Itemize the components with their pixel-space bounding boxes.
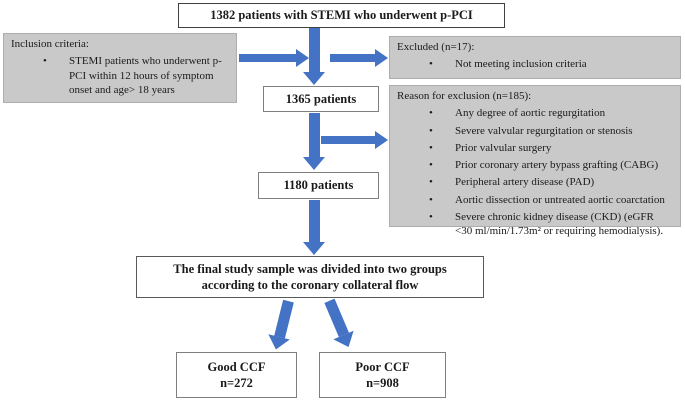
bullet-text: Aortic dissection or untreated aortic co… — [455, 193, 665, 206]
flow-arrow-down-to-1365 — [303, 28, 325, 85]
inclusion-criteria-bullet-list: • STEMI patients who underwent p-PCI with… — [11, 54, 229, 97]
good-ccf-label: Good CCF — [207, 359, 266, 374]
bullet-item: • Prior coronary artery bypass grafting (… — [397, 158, 673, 172]
arrow-shaft — [330, 54, 375, 62]
bullet-item: • Not meeting inclusion criteria — [397, 57, 673, 71]
bullet-item: • Aortic dissection or untreated aortic c… — [397, 193, 673, 207]
bullet-text: STEMI patients who underwent p-PCI withi… — [69, 55, 222, 96]
bullet-glyph-icon: • — [429, 159, 433, 172]
reason-for-exclusion-title: Reason for exclusion (n=185): — [397, 90, 532, 102]
box-good-ccf: Good CCF n=272 — [176, 352, 297, 398]
bullet-glyph-icon: • — [429, 107, 433, 120]
arrow-shaft — [308, 200, 320, 242]
arrow-head-right-icon — [375, 49, 388, 67]
flow-arrow-down-to-1180 — [303, 113, 325, 170]
reason-for-exclusion-bullet-list: • Any degree of aortic regurgitation • Seve… — [397, 106, 673, 238]
arrow-shaft — [321, 136, 375, 144]
arrow-shaft — [323, 298, 349, 338]
bullet-glyph-icon: • — [43, 55, 47, 68]
arrow-shaft — [239, 54, 296, 62]
final-sample-line-2: according to the coronary collateral flo… — [201, 278, 419, 292]
flow-arrow-down-to-final — [303, 200, 325, 255]
box-1180-patients: 1180 patients — [258, 172, 379, 199]
poor-ccf-count: n=908 — [366, 376, 399, 390]
bullet-item: • Any degree of aortic regurgitation — [397, 106, 673, 120]
arrow-head-down-icon — [265, 334, 290, 353]
box-reason-for-exclusion: Reason for exclusion (n=185): • Any degre… — [389, 85, 681, 237]
arrow-shaft — [308, 28, 320, 72]
final-sample-line-1: The final study sample was divided into … — [173, 261, 447, 276]
arrow-shaft — [308, 113, 320, 157]
inclusion-criteria-title: Inclusion criteria: — [11, 38, 89, 50]
flow-arrow-right-from-inclusion — [239, 49, 309, 67]
bullet-glyph-icon: • — [429, 176, 433, 189]
bullet-glyph-icon: • — [429, 124, 433, 137]
excluded-bullet-list: • Not meeting inclusion criteria — [397, 57, 673, 71]
arrow-head-down-icon — [303, 72, 325, 85]
excluded-title: Excluded (n=17): — [397, 41, 475, 53]
arrow-head-right-icon — [375, 131, 388, 149]
bullet-item: • Severe valvular regurgitation or stenos… — [397, 124, 673, 138]
bullet-glyph-icon: • — [429, 141, 433, 154]
flow-arrow-right-to-reason — [321, 131, 388, 149]
box-final-study-sample: The final study sample was divided into … — [136, 256, 484, 298]
good-ccf-count: n=272 — [220, 376, 253, 390]
bullet-text: Any degree of aortic regurgitation — [455, 107, 606, 120]
box-poor-ccf: Poor CCF n=908 — [319, 352, 446, 398]
bullet-glyph-icon: • — [429, 193, 433, 206]
bullet-glyph-icon: • — [429, 211, 433, 224]
bullet-item: • Prior valvular surgery — [397, 141, 673, 155]
box-excluded: Excluded (n=17): • Not meeting inclusion … — [389, 36, 681, 79]
bullet-text: Prior coronary artery bypass grafting (C… — [455, 159, 659, 172]
arrow-head-right-icon — [296, 49, 309, 67]
box-1180-patients-label: 1180 patients — [283, 178, 354, 193]
bullet-glyph-icon: • — [429, 58, 433, 71]
bullet-text: Peripheral artery disease (PAD) — [455, 176, 595, 189]
bullet-text: Not meeting inclusion criteria — [455, 58, 587, 71]
bullet-item: • Peripheral artery disease (PAD) — [397, 175, 673, 189]
poor-ccf-label: Poor CCF — [355, 359, 410, 374]
box-1365-patients-label: 1365 patients — [285, 91, 357, 106]
flow-arrow-right-to-excluded — [330, 49, 388, 67]
flow-arrow-diagonal-to-poor-ccf — [319, 297, 359, 352]
bullet-item: • STEMI patients who underwent p-PCI with… — [11, 54, 229, 97]
bullet-item: • Severe chronic kidney disease (CKD) (eG… — [397, 210, 673, 239]
flow-arrow-diagonal-to-good-ccf — [265, 298, 298, 353]
box-1365-patients: 1365 patients — [263, 86, 379, 112]
arrow-shaft — [273, 299, 294, 339]
bullet-text: Severe valvular regurgitation or stenosi… — [455, 124, 633, 137]
box-total-patients-label: 1382 patients with STEMI who underwent p… — [210, 8, 473, 23]
arrow-head-down-icon — [303, 242, 325, 255]
box-total-patients: 1382 patients with STEMI who underwent p… — [178, 3, 505, 28]
bullet-text: Prior valvular surgery — [455, 141, 552, 154]
arrow-head-down-icon — [303, 157, 325, 170]
box-inclusion-criteria: Inclusion criteria: • STEMI patients who … — [3, 33, 237, 103]
bullet-text: Severe chronic kidney disease (CKD) (eGF… — [455, 211, 664, 238]
